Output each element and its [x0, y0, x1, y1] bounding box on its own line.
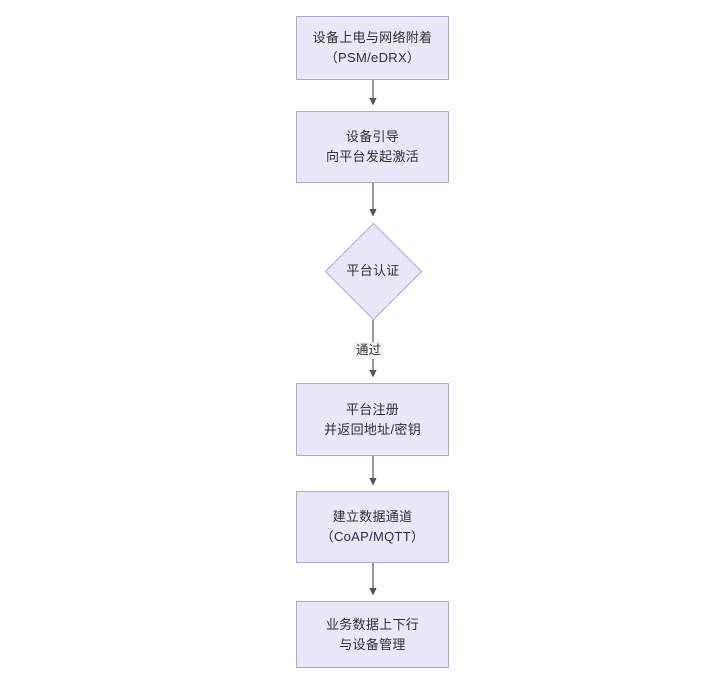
- node-label: 建立数据通道 （CoAP/MQTT）: [320, 509, 425, 544]
- node-platform-registration[interactable]: 平台注册 并返回地址/密钥: [296, 383, 449, 456]
- node-label: 平台注册 并返回地址/密钥: [323, 401, 421, 437]
- node-business-data-and-device-management[interactable]: 业务数据上下行 与设备管理: [296, 601, 449, 668]
- node-establish-data-channel[interactable]: 建立数据通道 （CoAP/MQTT）: [296, 491, 449, 563]
- node-platform-authentication[interactable]: 平台认证: [324, 222, 422, 320]
- node-label: 设备上电与网络附着 （PSM/eDRX）: [312, 30, 433, 65]
- edge-label-pass: 通过: [354, 342, 384, 359]
- node-label: 平台认证: [346, 263, 400, 278]
- node-device-bootstrap[interactable]: 设备引导 向平台发起激活: [296, 111, 449, 183]
- node-label: 业务数据上下行 与设备管理: [325, 616, 420, 652]
- node-device-power-on[interactable]: 设备上电与网络附着 （PSM/eDRX）: [296, 16, 449, 80]
- node-label: 设备引导 向平台发起激活: [325, 129, 420, 164]
